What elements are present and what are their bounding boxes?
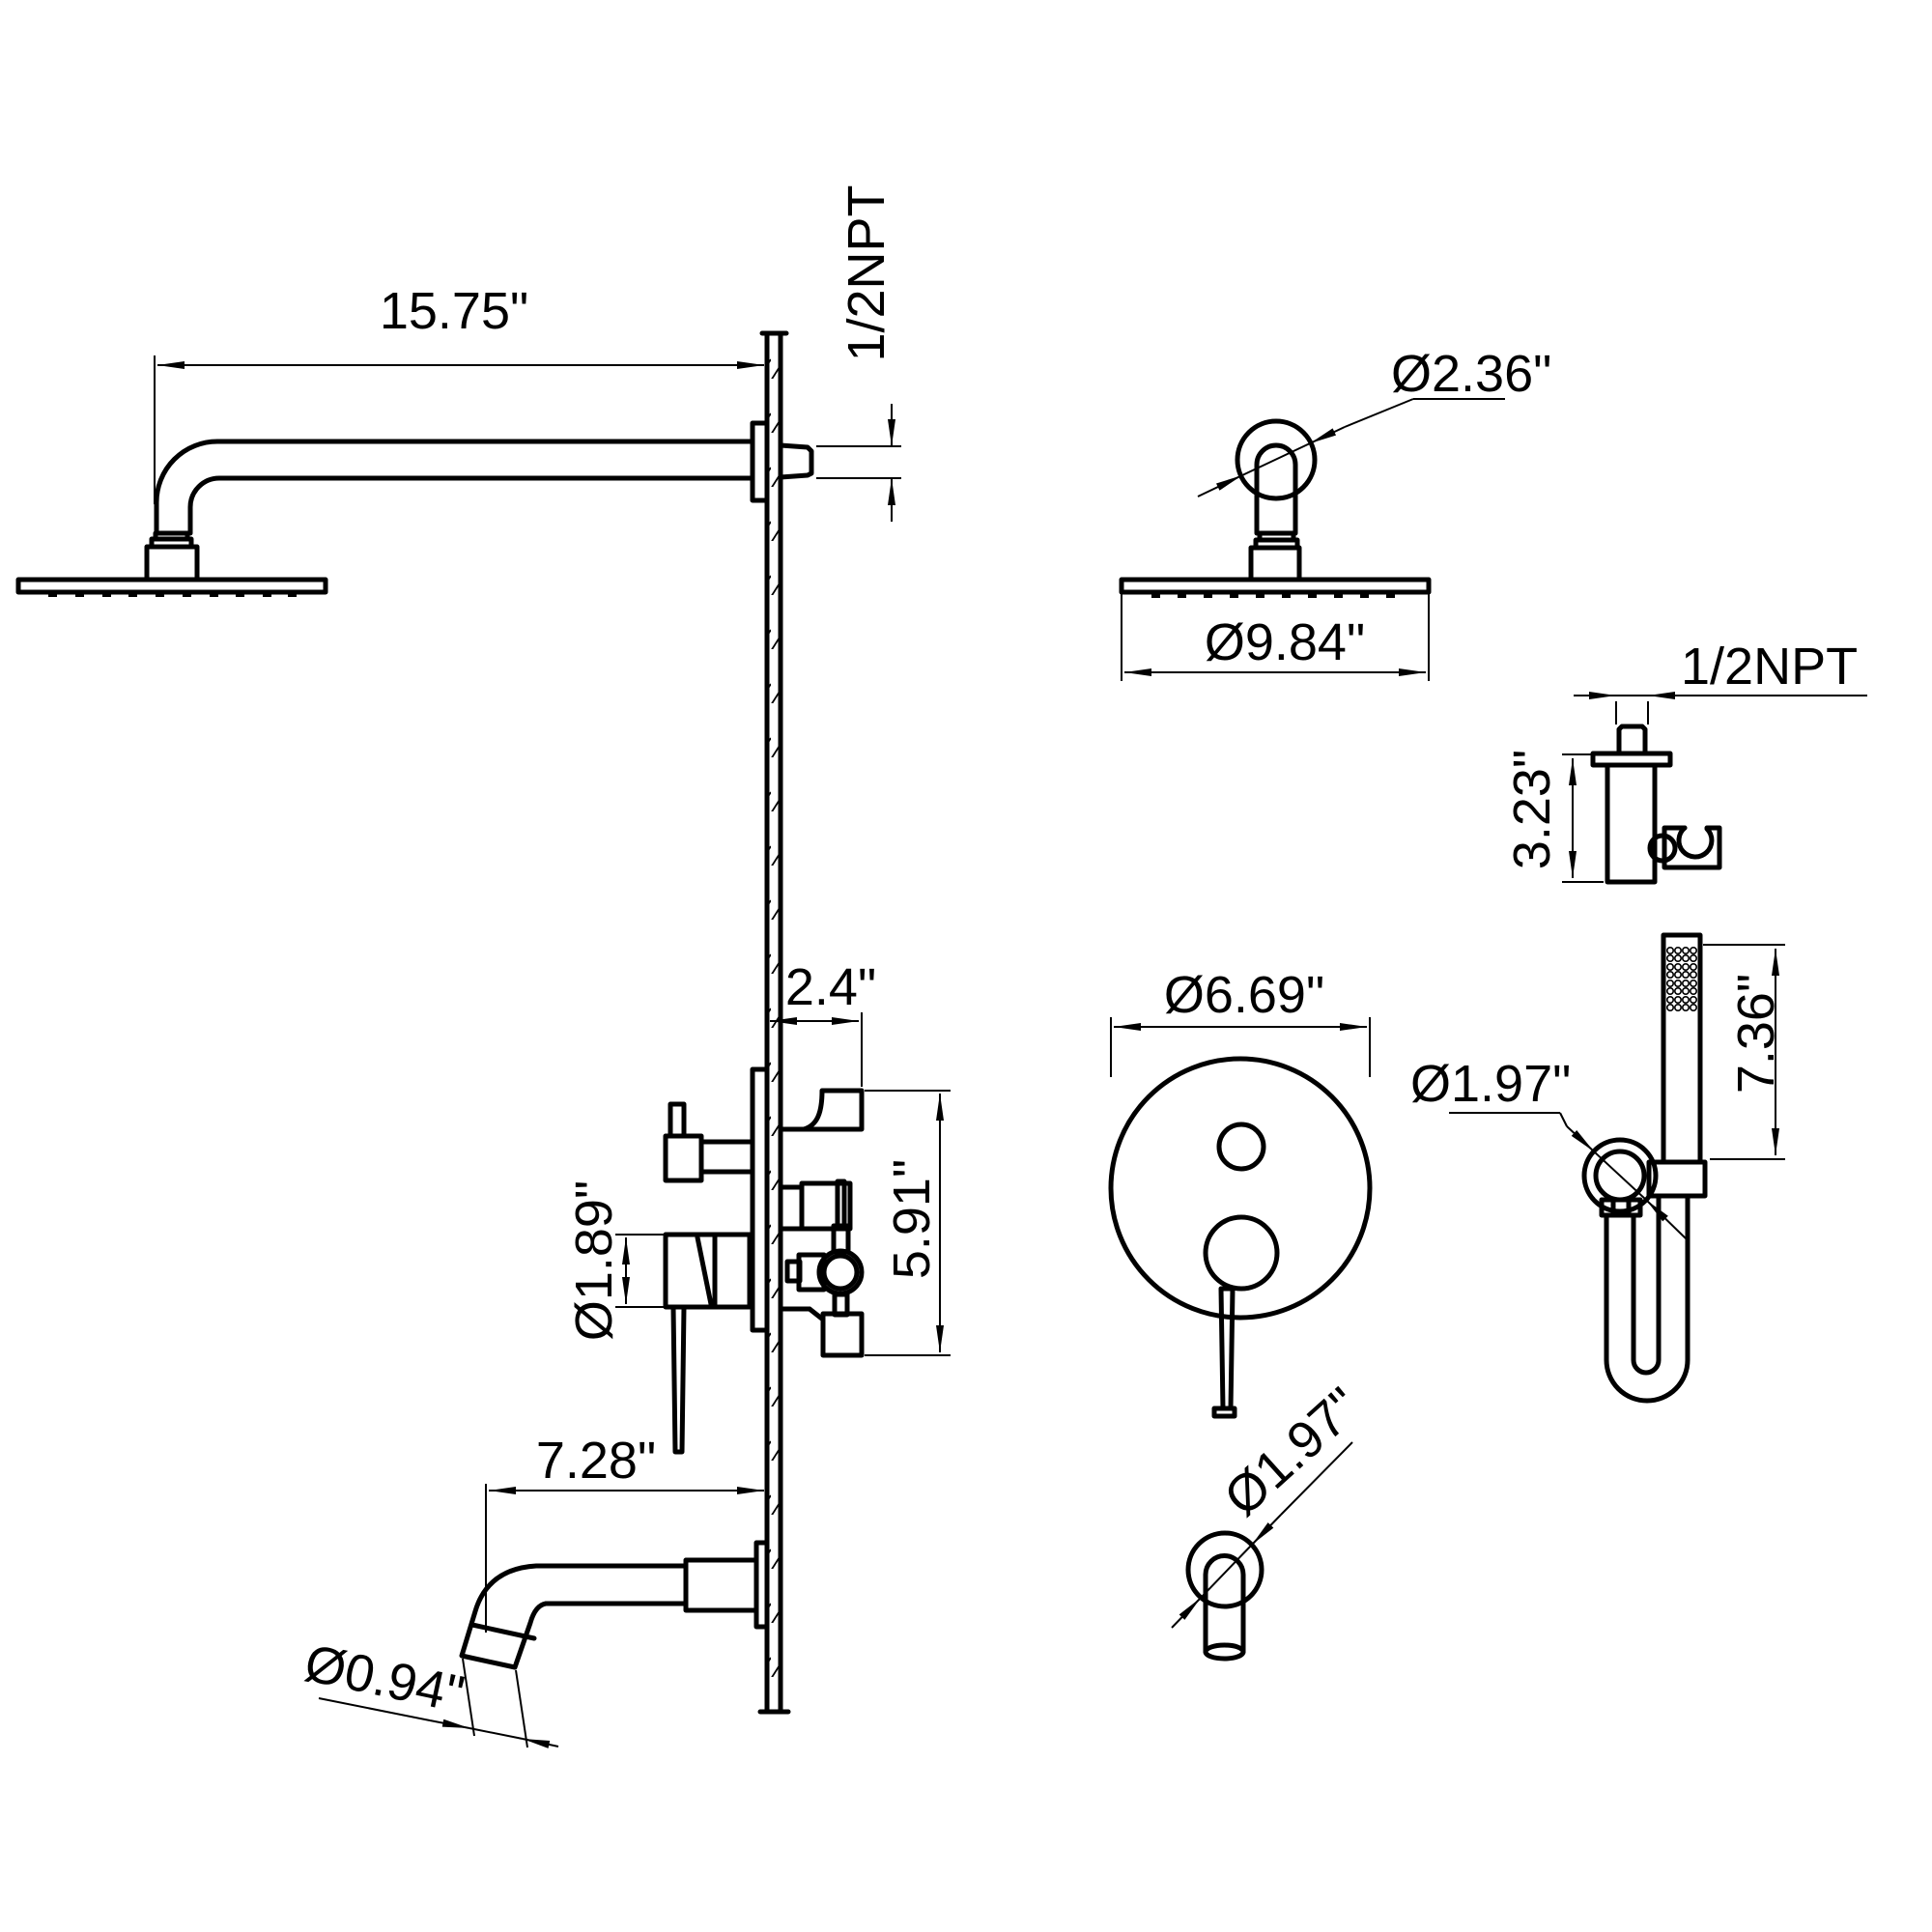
spout-mouth-front (1203, 1642, 1246, 1662)
spout-tube-side (459, 1563, 689, 1670)
tub-spout-side-view: 7.28" Ø0.94" (299, 1432, 770, 1748)
dim-label-plate-diameter: Ø6.69" (1164, 966, 1324, 1024)
dim-label-head-diameter: Ø9.84" (1205, 613, 1365, 671)
holder-hook-outline (1662, 825, 1722, 870)
valve-front-view: Ø6.69" (1108, 966, 1373, 1419)
handle-lever-tip (1211, 1406, 1237, 1419)
leader-arrow-spout-lower (1171, 1597, 1202, 1629)
dim-label-holder-height: 3.23" (1503, 750, 1561, 869)
spout-tip-joint-line (469, 1622, 537, 1641)
head-arm-front (1254, 442, 1298, 536)
dim-arrow-tip-left (429, 1719, 470, 1729)
cartridge-inner (821, 1253, 860, 1292)
leader-arrow-outlet-upper (1566, 1125, 1595, 1152)
dim-label-valve-height: 5.91" (883, 1159, 941, 1279)
diverter-shaft-side (698, 1139, 755, 1175)
handle-hub-front (1203, 1214, 1280, 1292)
valve-body-top-port (778, 1088, 865, 1132)
dim-label-holder-thread: 1/2NPT (1681, 638, 1858, 696)
outlet-ring-outer (1581, 1137, 1659, 1214)
rain-head-nozzles-side (48, 592, 297, 597)
dim-line-tip-mid (469, 1727, 524, 1740)
leader-outlet (1559, 1112, 1568, 1127)
arm-wall-nipple (778, 442, 814, 480)
dim-label-handle-diameter: Ø1.89" (565, 1180, 623, 1341)
diverter-knob-side (663, 1133, 704, 1183)
dim-label-wall-thread: 1/2NPT (838, 185, 895, 361)
cartridge-stem (835, 1179, 847, 1229)
wand-spray-dots (1666, 946, 1698, 1012)
diverter-stem-side (668, 1101, 687, 1139)
spout-flange-block (683, 1557, 759, 1613)
dim-line-tip (318, 1697, 431, 1721)
head-cone-side (144, 544, 200, 582)
dim-label-arm-length: 15.75" (380, 282, 528, 340)
dim-ext-tip-right (515, 1669, 528, 1748)
shower-arm-side-view: 15.75" 1/2NPT (15, 185, 901, 597)
hand-shower-view: 7.36" Ø1.97" (1410, 932, 1785, 1404)
leader-connector (1344, 398, 1414, 428)
leader-arrow-outlet-lower (1645, 1199, 1687, 1239)
leader-tail-spout (1280, 1441, 1353, 1516)
rain-head-plate-side (15, 577, 328, 595)
dim-label-outlet-diameter: Ø1.97" (1410, 1055, 1571, 1113)
valve-escutcheon-side (750, 1066, 770, 1333)
shower-head-front-view: Ø2.36" Ø9.84" (1119, 345, 1551, 681)
handle-lever-side (670, 1304, 687, 1455)
dim-label-spout-length: 7.28" (536, 1432, 656, 1490)
dim-label-spout-diameter: Ø1.97" (1213, 1377, 1372, 1527)
dim-ext-tip-left (462, 1658, 475, 1737)
hand-shower-bracket (1646, 1159, 1708, 1199)
leader-arrow-connector-upper (1309, 426, 1346, 444)
shower-arm-inner (187, 475, 755, 536)
leader-chord-connector (1241, 442, 1311, 476)
head-cone-front (1248, 545, 1302, 582)
rain-head-nozzles-front (1151, 593, 1395, 598)
spout-tube-front (1203, 1553, 1246, 1655)
spout-flange-front (1185, 1530, 1264, 1609)
hand-shower-holder-view: 1/2NPT 3.23" (1503, 638, 1867, 885)
handle-hub-side (712, 1232, 753, 1310)
rain-head-plate-front (1119, 577, 1432, 595)
leader-chord-outlet (1593, 1151, 1647, 1201)
holder-body (1605, 762, 1658, 885)
dim-label-connector-diameter: Ø2.36" (1391, 345, 1551, 403)
outlet-hex-nut (1599, 1197, 1643, 1218)
handle-body-contour (695, 1235, 714, 1307)
leader-chord-spout (1200, 1544, 1253, 1599)
dim-label-valve-depth: 2.4" (785, 958, 876, 1016)
leader-arrow-spout-upper (1251, 1514, 1282, 1546)
hose-loop-inner (1631, 1193, 1662, 1376)
valve-body-bottom-port (820, 1311, 865, 1358)
cartridge-bracket (796, 1252, 827, 1293)
hose-loop-outer (1604, 1193, 1690, 1404)
holder-hook-cradle (1676, 825, 1715, 860)
diverter-button-front (1216, 1122, 1266, 1172)
valve-plate-front (1108, 1056, 1373, 1321)
handle-lever-front (1218, 1286, 1236, 1411)
dim-label-wand-length: 7.36" (1727, 974, 1785, 1094)
shower-arm-outer (154, 439, 755, 536)
valve-body-mid-block (799, 1180, 853, 1232)
holder-thread-stub (1616, 724, 1648, 756)
head-wall-flange-front (1235, 418, 1318, 501)
arm-wall-flange (750, 420, 770, 503)
wall-section (757, 330, 791, 1715)
tub-spout-front-view: Ø1.97" (1171, 1377, 1372, 1662)
leader-arrow-connector-lower (1197, 474, 1243, 497)
dim-arrow-tip-right (522, 1738, 559, 1748)
valve-side-view: 2.4" 5.91" Ø1.89" (565, 958, 951, 1455)
